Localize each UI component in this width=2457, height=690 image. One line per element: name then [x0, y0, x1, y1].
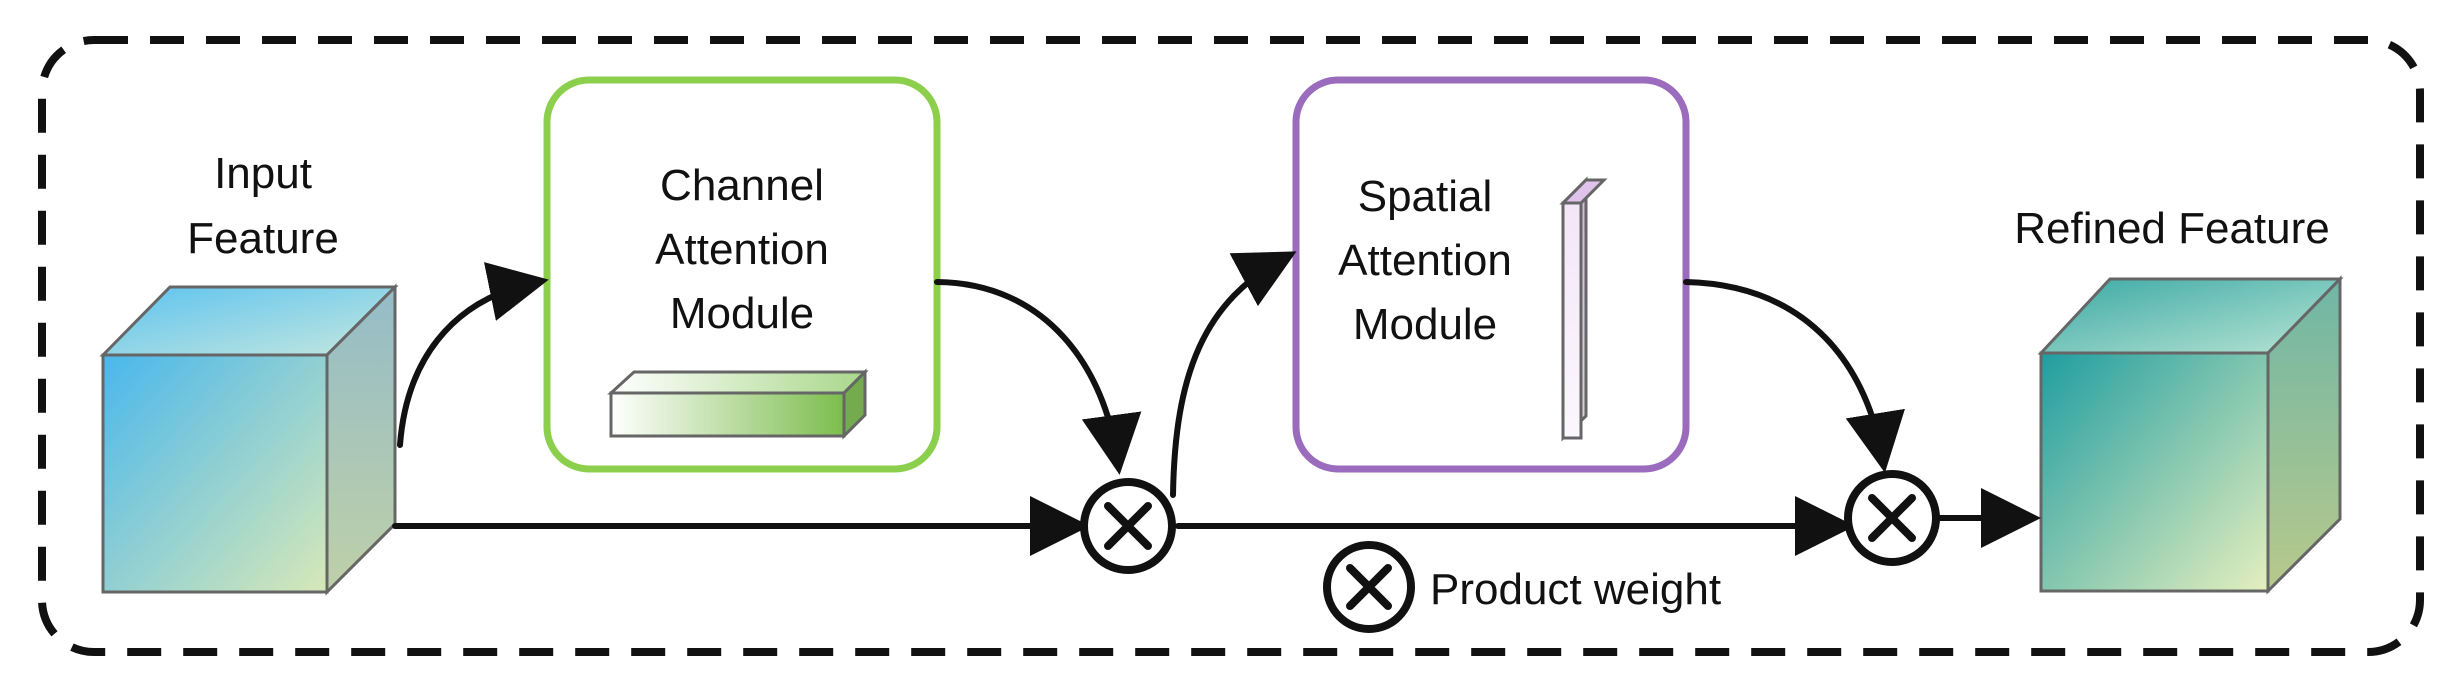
first-product-to-spatial-arrow: [1170, 251, 1297, 498]
refined-feature-label: Refined Feature: [2014, 204, 2330, 253]
outer-dashed-frame: [38, 36, 2424, 656]
spatial-attention-slab: [1559, 176, 1608, 442]
channel-module-label-line-2: Attention: [655, 225, 829, 274]
spatial-module-label-line-3: Module: [1353, 300, 1497, 349]
refined-feature-cube: [2037, 275, 2344, 595]
input-feature-label-line-1: Input: [214, 149, 312, 198]
input-to-channel-arrow: [397, 262, 549, 448]
spatial-to-second-product-arrow: [1683, 279, 1905, 473]
spatial-module-label-line-1: Spatial: [1358, 172, 1493, 221]
legend-product-weight-label: Product weight: [1430, 565, 1721, 614]
channel-module-label-line-3: Module: [670, 289, 814, 338]
legend-product-icon: [1323, 541, 1415, 633]
second-product-icon: [1844, 470, 1940, 566]
flow-arrows: [392, 251, 2041, 556]
input-feature-label-line-2: Feature: [187, 214, 339, 263]
channel-attention-bar: [607, 368, 869, 440]
first-product-icon: [1080, 478, 1176, 574]
channel-module-label-line-1: Channel: [660, 161, 824, 210]
channel-to-first-product-arrow: [934, 279, 1142, 475]
input-feature-cube: [99, 283, 399, 596]
spatial-module-label-line-2: Attention: [1338, 236, 1512, 285]
